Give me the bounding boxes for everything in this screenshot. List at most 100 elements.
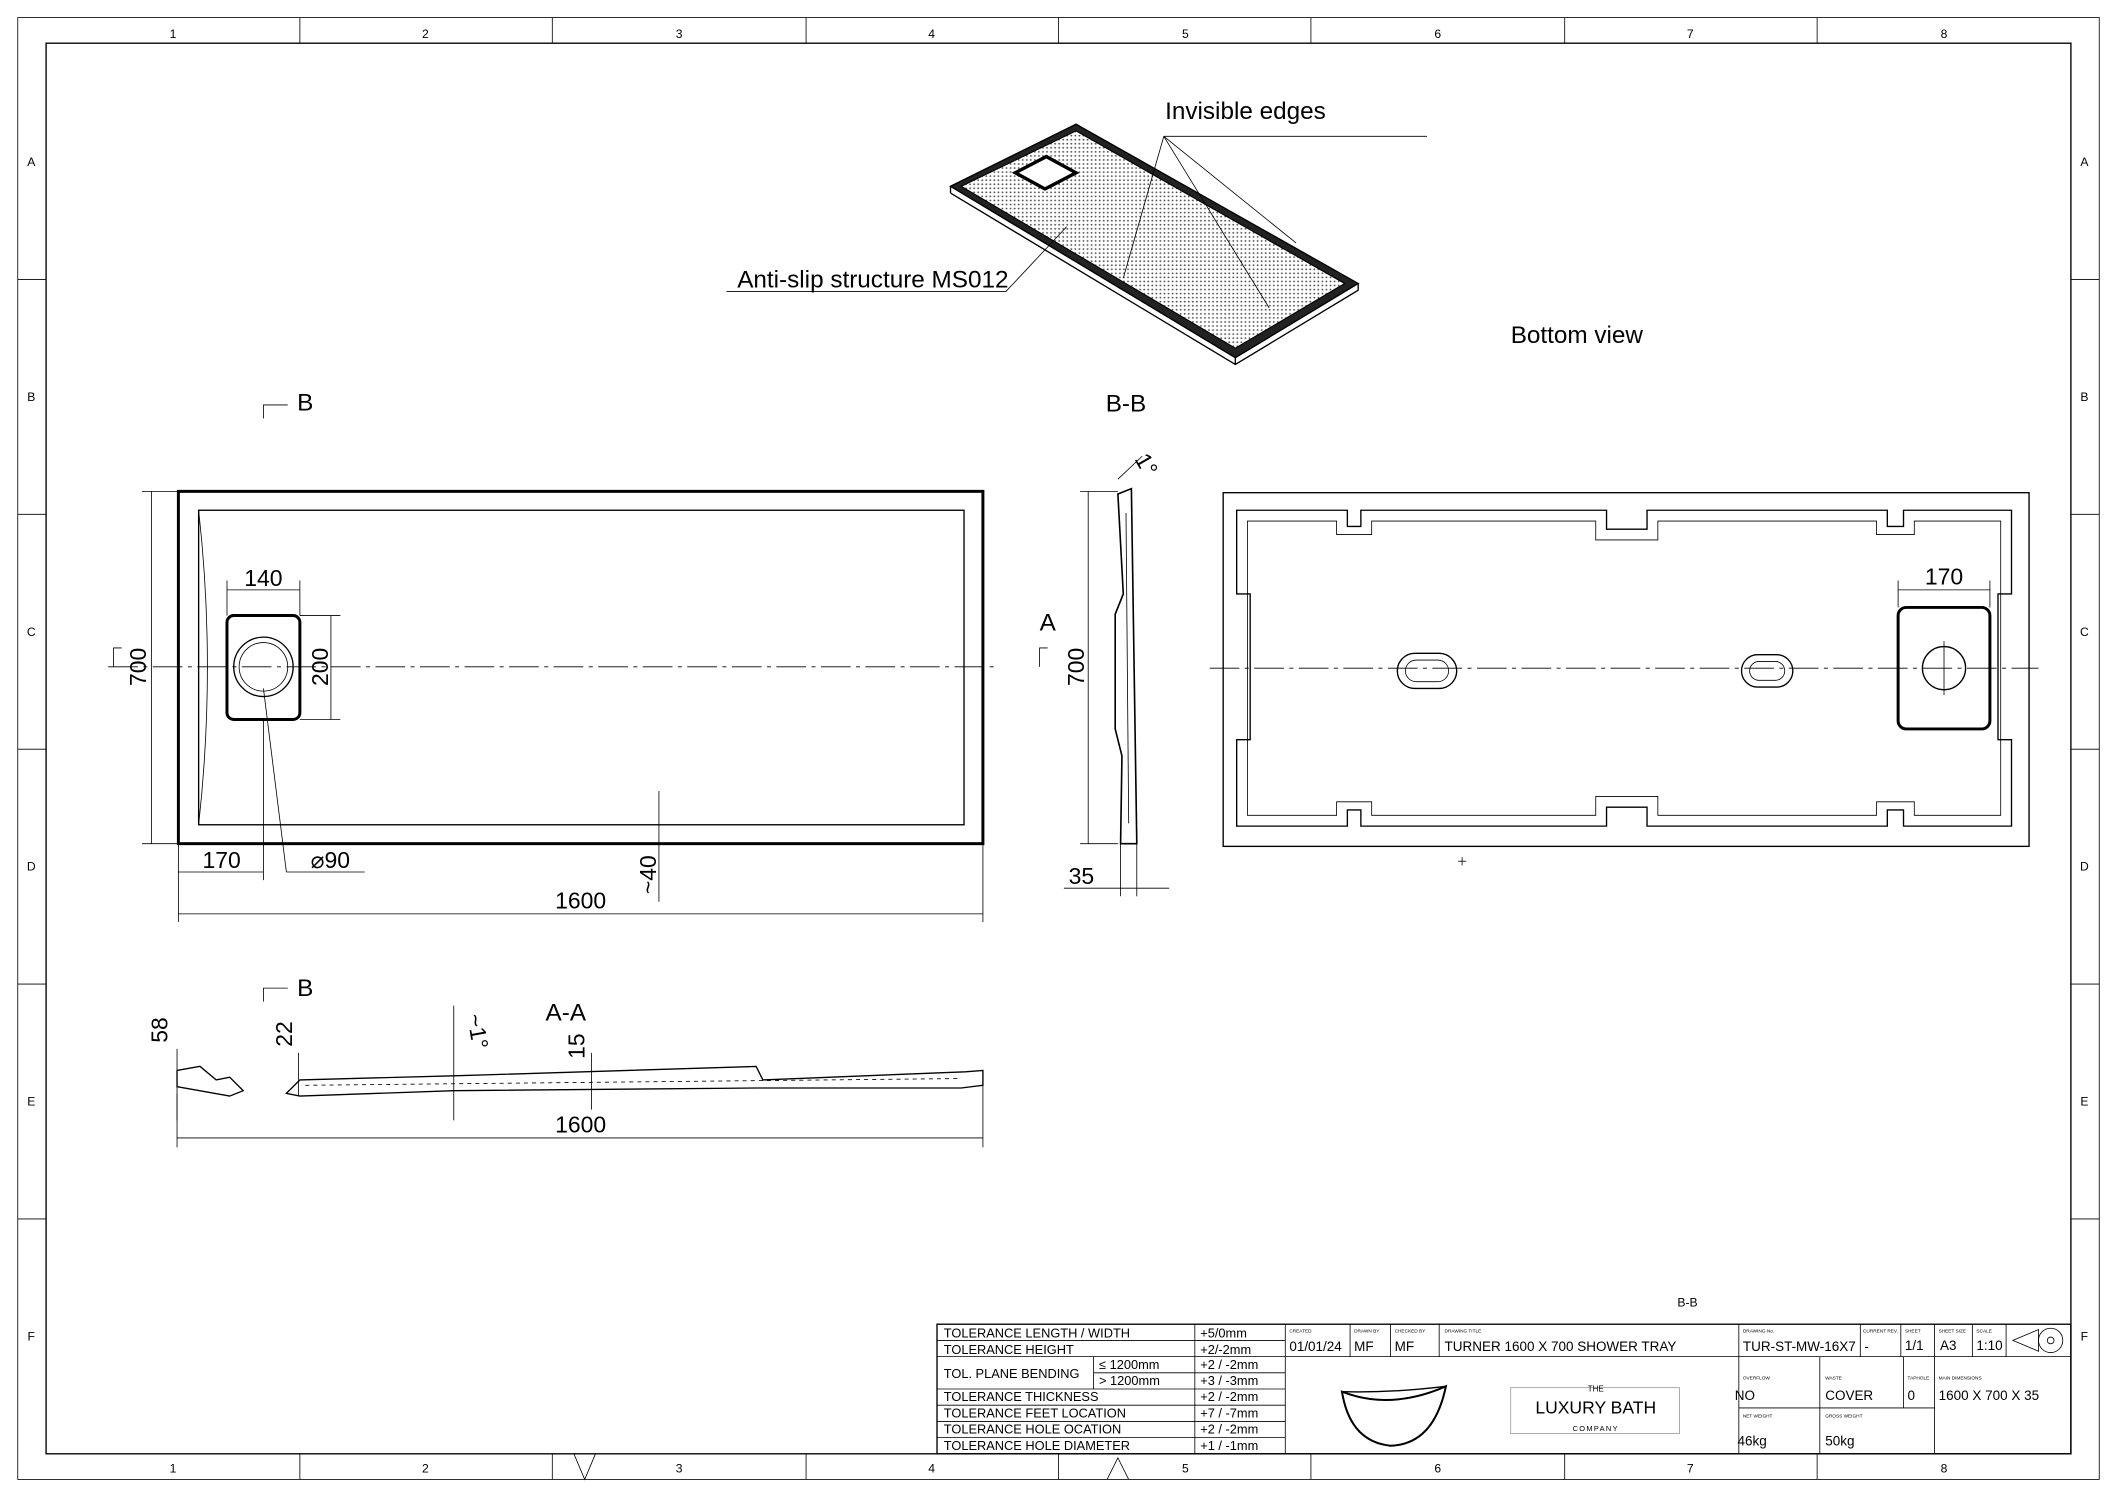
dim-58: 58 (147, 1017, 173, 1043)
dim-1600: 1600 (555, 1112, 606, 1138)
section-bb-view: B-B 700 35 1° A (1039, 391, 1170, 897)
grid-row-right: A (2080, 155, 2089, 169)
created-value: 01/01/24 (1289, 1339, 1342, 1354)
logo-top: THE (1588, 1385, 1605, 1394)
grid-col-top: 7 (1687, 27, 1694, 41)
grid-col-top: 1 (170, 27, 177, 41)
scale-value: 1:10 (1976, 1338, 2002, 1353)
current-rev-value: - (1864, 1339, 1868, 1354)
drawing-title-value: TURNER 1600 X 700 SHOWER TRAY (1445, 1339, 1677, 1354)
section-aa-view: A-A B 58 22 ~1° 15 1600 (147, 975, 984, 1148)
top-view: 140 200 700 170 ⌀90 1600 ~40 B (108, 389, 1000, 922)
grid-row-right: F (2081, 1329, 2088, 1343)
grid-col-top: 3 (676, 27, 683, 41)
bottom-view-title: Bottom view (1511, 322, 1644, 349)
dim-200: 200 (307, 648, 333, 686)
tolerance-value: +3 / -3mm (1200, 1373, 1258, 1388)
main-dimensions-value: 1600 X 700 X 35 (1939, 1388, 2039, 1403)
grid-col-top: 5 (1182, 27, 1189, 41)
drawn-by-value: MF (1354, 1339, 1373, 1354)
dim-1600: 1600 (555, 887, 606, 913)
tolerance-value: +2 / -2mm (1200, 1389, 1258, 1404)
grid-row-left: F (28, 1329, 35, 1343)
sheet-size-value: A3 (1940, 1338, 1956, 1353)
grid-row-left: E (27, 1095, 35, 1109)
grid-col-bottom: 1 (170, 1462, 177, 1476)
floating-bb-label: B-B (1677, 1296, 1697, 1310)
tolerance-value: +2/-2mm (1200, 1342, 1251, 1357)
dim-700: 700 (1063, 648, 1089, 686)
tolerance-value: +2 / -2mm (1200, 1357, 1258, 1372)
tolerance-label: TOLERANCE HEIGHT (944, 1342, 1074, 1357)
taphole-label: TAPHOLE (1908, 1376, 1930, 1382)
dim-40: ~40 (635, 855, 661, 894)
grid-row-left: A (27, 155, 36, 169)
drawing-no-label: DRAWING No. (1743, 1328, 1774, 1334)
waste-label: WASTE (1825, 1376, 1842, 1382)
net-weight-label: NET WEIGHT (1743, 1413, 1773, 1419)
grid-col-top: 4 (928, 27, 935, 41)
dim-diameter-90: ⌀90 (311, 847, 350, 873)
created-label: CREATED (1289, 1328, 1312, 1334)
net-weight-value: 46kg (1737, 1434, 1766, 1449)
grid-col-bottom: 6 (1434, 1462, 1441, 1476)
company-logo: THE LUXURY BATH COMPANY (1510, 1385, 1680, 1434)
gross-weight-label: GROSS WEIGHT (1825, 1413, 1862, 1419)
dim-15: 15 (564, 1033, 590, 1059)
section-marker-b: B (297, 389, 313, 416)
dim-170: 170 (1925, 563, 1963, 589)
tolerance-value: +2 / -2mm (1200, 1422, 1258, 1437)
taphole-value: 0 (1908, 1388, 1916, 1403)
dim-22: 22 (271, 1021, 297, 1047)
tolerance-value: +7 / -7mm (1200, 1405, 1258, 1420)
tolerance-sub: > 1200mm (1099, 1373, 1160, 1388)
grid-col-bottom: 3 (676, 1462, 683, 1476)
drawing-title-label: DRAWING TITLE (1445, 1328, 1482, 1334)
angle-1deg: ~1° (462, 1012, 494, 1051)
checked-by-value: MF (1395, 1339, 1414, 1354)
grid-row-right: C (2080, 625, 2089, 639)
dim-35: 35 (1069, 863, 1095, 889)
sheet-size-label: SHEET SIZE (1939, 1328, 1966, 1334)
gross-weight-value: 50kg (1825, 1434, 1854, 1449)
isometric-view: Invisible edges Anti-slip structure MS01… (726, 98, 1428, 366)
section-marker-a: A (1040, 609, 1057, 636)
grid-col-bottom: 5 (1182, 1462, 1189, 1476)
grid-row-right: B (2080, 390, 2088, 404)
tolerance-label: TOLERANCE FEET LOCATION (944, 1405, 1126, 1420)
section-bb-title: B-B (1106, 391, 1146, 418)
grid-row-right: E (2080, 1095, 2088, 1109)
tolerance-label: TOLERANCE HOLE DIAMETER (944, 1438, 1130, 1453)
anti-slip-label: Anti-slip structure MS012 (737, 267, 1008, 294)
waste-value: COVER (1825, 1388, 1873, 1403)
logo-bottom: COMPANY (1573, 1424, 1619, 1433)
grid-col-bottom: 4 (928, 1462, 935, 1476)
checked-by-label: CHECKED BY (1395, 1328, 1427, 1334)
projection-symbol-icon (2011, 1327, 2064, 1353)
angle-1deg: 1° (1130, 448, 1163, 480)
tolerance-label: TOLERANCE THICKNESS (944, 1389, 1099, 1404)
grid-row-left: C (27, 625, 36, 639)
drawn-by-label: DRAWN BY (1354, 1328, 1380, 1334)
grid-col-bottom: 8 (1941, 1462, 1948, 1476)
drain-cover (225, 614, 302, 721)
title-block: TOLERANCE LENGTH / WIDTH +5/0mm TOLERANC… (936, 1323, 2072, 1455)
section-aa-title: A-A (546, 999, 587, 1026)
grid-col-top: 2 (422, 27, 429, 41)
overflow-value: NO (1735, 1388, 1755, 1403)
dim-170: 170 (202, 847, 240, 873)
tolerance-value: +5/0mm (1200, 1326, 1247, 1341)
bathtub-logo-icon (1340, 1384, 1448, 1447)
main-dimensions-label: MAIN DIMENSIONS (1939, 1376, 1982, 1382)
tolerance-label: TOLERANCE LENGTH / WIDTH (944, 1326, 1130, 1341)
sheet-value: 1/1 (1905, 1338, 1924, 1353)
drawing-no-value: TUR-ST-MW-16X7 (1743, 1339, 1856, 1354)
invisible-edges-label: Invisible edges (1165, 98, 1326, 125)
logo-main: LUXURY BATH (1535, 1397, 1656, 1417)
dim-700: 700 (125, 648, 151, 686)
grid-col-bottom: 2 (422, 1462, 429, 1476)
grid-col-top: 6 (1434, 27, 1441, 41)
sheet-label: SHEET (1905, 1328, 1921, 1334)
tolerance-label: TOLERANCE HOLE OCATION (944, 1422, 1122, 1437)
